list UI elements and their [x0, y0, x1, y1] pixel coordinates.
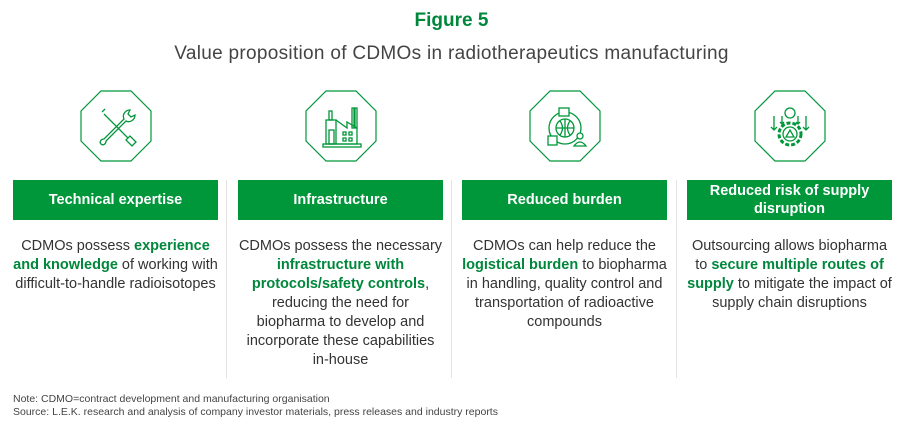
body-text: to mitigate the impact of supply chain d…: [712, 276, 892, 311]
column-description: CDMOs possess experience and knowledge o…: [13, 237, 218, 294]
body-text: CDMOs possess the necessary: [238, 238, 443, 254]
tools-icon: [80, 90, 152, 162]
global-logistics-icon: [529, 90, 601, 162]
column-heading: Reduced burden: [462, 180, 667, 220]
highlight-text: logistical burden: [462, 257, 579, 273]
body-text: CDMOs can help reduce the: [473, 238, 656, 254]
divider: [226, 180, 227, 378]
column-heading: Technical expertise: [13, 180, 218, 220]
highlight-text: experience and knowledge: [13, 238, 210, 273]
body-text: CDMOs possess: [21, 238, 135, 254]
column-heading: Infrastructure: [238, 180, 443, 220]
figure-label: Figure 5: [414, 10, 489, 31]
body-text: to biopharma in handling, quality contro…: [466, 257, 667, 330]
divider: [676, 180, 677, 378]
factory-icon: [305, 90, 377, 162]
highlight-text: secure multiple routes of supply: [687, 257, 884, 292]
source: Source: L.E.K. research and analysis of …: [13, 406, 498, 418]
column-description: Outsourcing allows biopharma to secure m…: [687, 237, 892, 313]
body-text: , reducing the need for biopharma to dev…: [246, 276, 435, 368]
column-description: CDMOs can help reduce the logistical bur…: [462, 237, 667, 332]
figure-title: Value proposition of CDMOs in radiothera…: [174, 43, 729, 64]
body-text: Outsourcing allows biopharma to: [691, 238, 888, 273]
body-text: of working with difficult-to-handle radi…: [15, 257, 218, 292]
column-heading: Reduced risk of supply disruption: [687, 180, 892, 220]
highlight-text: infrastructure with protocols/safety con…: [251, 257, 426, 292]
divider: [451, 180, 452, 378]
risk-gear-icon: [754, 90, 826, 162]
note: Note: CDMO=contract development and manu…: [13, 393, 330, 405]
column-description: CDMOs possess the necessary infrastructu…: [238, 237, 443, 370]
